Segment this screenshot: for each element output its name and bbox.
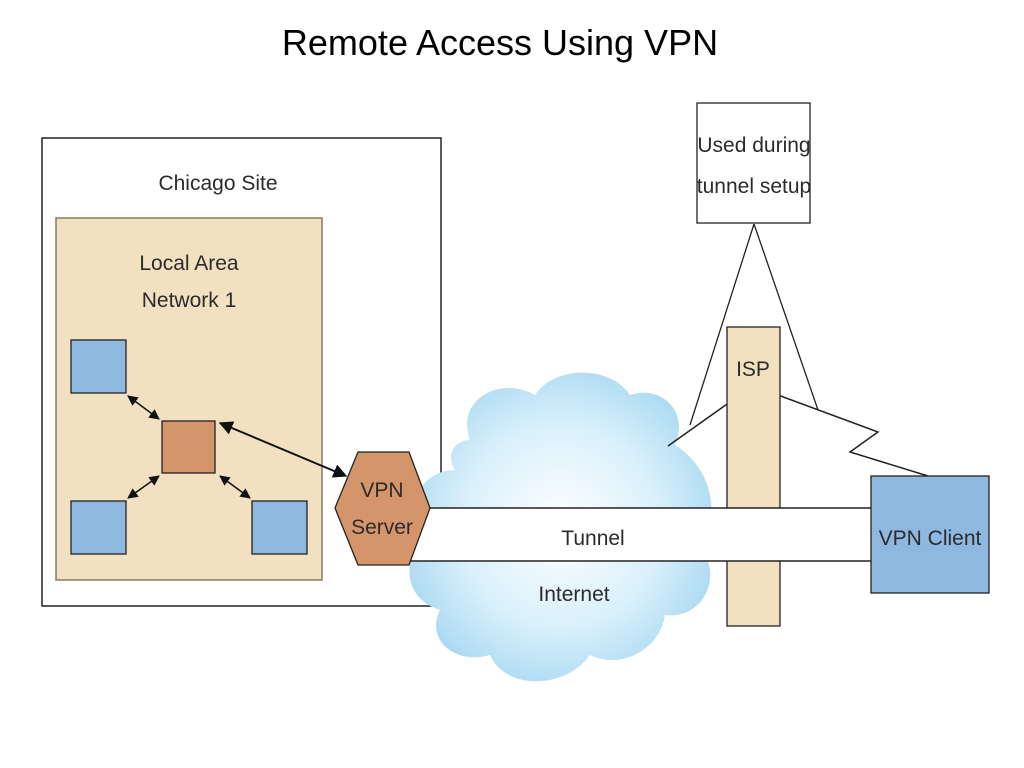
workstation-icon	[70, 339, 127, 394]
dialup-connection	[667, 394, 929, 477]
tunnel-label: Tunnel	[561, 527, 624, 550]
isp-box	[726, 326, 781, 627]
internet-label: Internet	[538, 583, 609, 606]
vpn-server-label-line2: Server	[351, 516, 413, 539]
callout-pointer-left	[689, 223, 755, 426]
link-arrow	[127, 475, 160, 499]
callout-box	[696, 102, 811, 224]
workstation-icon	[70, 500, 127, 555]
chicago-site-label: Chicago Site	[158, 172, 277, 195]
vpn-client-label: VPN Client	[879, 527, 982, 550]
callout-line2: tunnel setup	[697, 175, 811, 198]
slide-title: Remote Access Using VPN	[281, 22, 719, 63]
callout-line1: Used during	[697, 134, 810, 157]
link-arrow	[127, 395, 160, 420]
hexagon-icon	[334, 451, 431, 566]
hub-icon	[161, 420, 216, 474]
vpn-client-box	[870, 475, 990, 594]
workstation-icon	[251, 500, 308, 555]
vpn-server-label-line1: VPN	[360, 479, 403, 502]
isp-label: ISP	[736, 358, 770, 381]
link-arrow	[218, 421, 348, 478]
lan-label-line1: Local Area	[139, 252, 239, 275]
tunnel	[408, 508, 873, 561]
link-arrow	[219, 475, 251, 499]
callout-pointer-right	[753, 223, 819, 411]
lan-label-line2: Network 1	[142, 289, 237, 312]
